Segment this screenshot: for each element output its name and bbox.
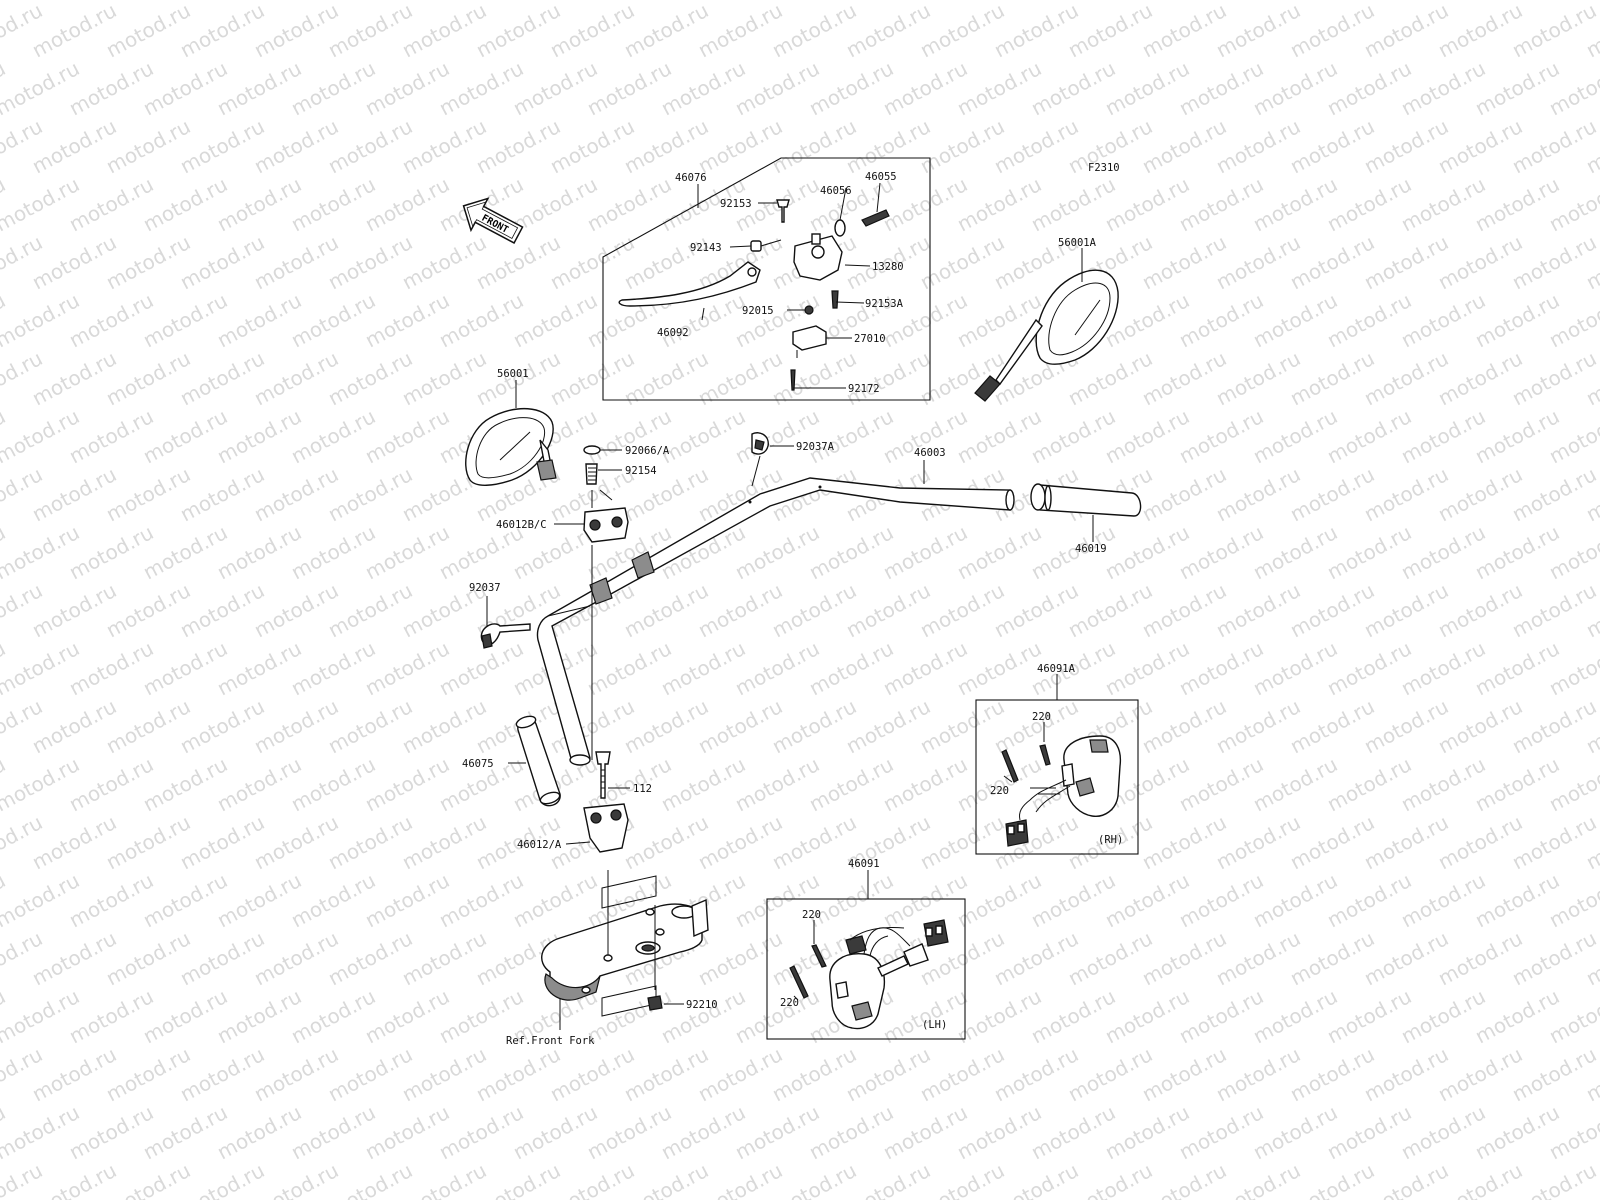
holder-boss (811, 233, 821, 245)
label-220-lh-left: 220 (780, 997, 799, 1009)
label-92154: 92154 (625, 465, 657, 477)
label-27010: 27010 (854, 333, 886, 345)
label-46055: 46055 (865, 171, 897, 183)
bolt-92153A (831, 290, 839, 309)
label-rh: (RH) (1098, 834, 1123, 846)
holder-bore (811, 245, 825, 259)
nut-92015 (804, 305, 814, 315)
bolt-46055 (861, 209, 890, 227)
washer-46056 (834, 219, 846, 237)
collar-92143 (750, 240, 762, 252)
label-lh: (LH) (922, 1019, 947, 1031)
handlebar-46003: 46003 (536, 447, 1015, 766)
grip-46019: 46019 (1030, 483, 1142, 555)
cap-92066A (583, 445, 601, 455)
label-13280: 13280 (872, 261, 904, 273)
label-46003: 46003 (914, 447, 946, 459)
grip-46075: 46075 (462, 715, 561, 807)
label-56001A: 56001A (1058, 237, 1097, 249)
mirror-56001A: 56001A (974, 237, 1119, 402)
clamp-92037A: 92037A (751, 432, 835, 487)
label-92210: 92210 (686, 999, 718, 1011)
label-220-rh-top: 220 (1032, 711, 1051, 723)
label-46019: 46019 (1075, 543, 1107, 555)
label-92037: 92037 (469, 582, 501, 594)
lever-pivot (747, 267, 757, 277)
label-92153: 92153 (720, 198, 752, 210)
label-92172: 92172 (848, 383, 880, 395)
label-112: 112 (633, 783, 652, 795)
lh-switch-box (766, 898, 966, 1040)
upper-bracket-front-fork: 92210 Ref.Front Fork (506, 870, 718, 1047)
screw-92172 (790, 369, 796, 391)
label-220-rh-left: 220 (990, 785, 1009, 797)
label-46076: 46076 (675, 172, 707, 184)
switch-27010 (792, 325, 827, 351)
label-46012A: 46012/A (517, 839, 562, 851)
label-46012BC: 46012B/C (496, 519, 547, 531)
bolt-92154 (585, 463, 598, 485)
label-46056: 46056 (820, 185, 852, 197)
bolt-112: 112 (595, 751, 652, 799)
lever-assembly-box (602, 157, 931, 401)
label-46092: 46092 (657, 327, 689, 339)
label-46075: 46075 (462, 758, 494, 770)
label-ref-front-fork: Ref.Front Fork (506, 1035, 595, 1047)
lh-switch-group: 46091 220 220 (LH) (766, 858, 966, 1040)
clamp-46012A: 46012/A (517, 803, 629, 853)
mirror-56001: 56001 (465, 368, 557, 486)
label-46091: 46091 (848, 858, 880, 870)
clamp-92037: 92037 (469, 582, 531, 649)
label-92066A: 92066/A (625, 445, 670, 457)
lever-46092 (618, 261, 761, 307)
lever-assembly-group: 46076 92153 46056 46055 92143 13280 9201… (602, 157, 931, 401)
label-56001: 56001 (497, 368, 529, 380)
label-92153A: 92153A (865, 298, 904, 310)
switch-housing-rh (1063, 735, 1122, 817)
label-46091A: 46091A (1037, 663, 1076, 675)
pin-92153 (776, 199, 790, 223)
label-92037A: 92037A (796, 441, 835, 453)
rh-switch-group: 46091A 220 220 (RH) (975, 663, 1139, 855)
figure-code: F2310 (1088, 162, 1120, 174)
small-parts-left: 92066/A 92154 46012B/C (496, 445, 670, 543)
label-220-lh-top: 220 (802, 909, 821, 921)
label-92143: 92143 (690, 242, 722, 254)
label-92015: 92015 (742, 305, 774, 317)
